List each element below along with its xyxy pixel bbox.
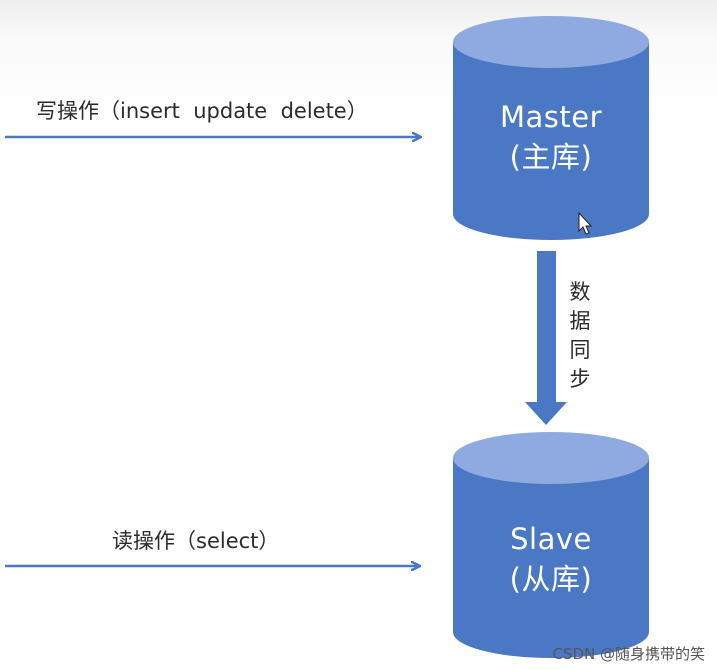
mouse-cursor-icon xyxy=(578,211,593,235)
sync-label-char-2: 据 xyxy=(569,309,591,333)
slave-database-cylinder xyxy=(453,432,649,658)
master-database-cylinder xyxy=(453,16,649,240)
master-subtitle: (主库) xyxy=(509,140,593,174)
sync-label-char-4: 步 xyxy=(569,367,591,391)
write-operation-label: 写操作（insert update delete） xyxy=(36,99,368,123)
master-label: Master (主库) xyxy=(453,97,649,177)
slave-label: Slave (从库) xyxy=(453,519,649,599)
master-cylinder-body xyxy=(453,42,649,240)
sync-arrow-down xyxy=(525,251,567,425)
master-cylinder-top xyxy=(453,16,649,68)
watermark: CSDN @随身携带的笑 xyxy=(552,645,705,663)
slave-name: Slave xyxy=(510,522,592,556)
slave-cylinder-top xyxy=(453,432,649,484)
master-name: Master xyxy=(499,100,603,134)
read-operation-label: 读操作（select） xyxy=(112,529,280,553)
sync-label-char-3: 同 xyxy=(569,338,591,362)
sync-label-char-1: 数 xyxy=(569,280,591,304)
slave-cylinder-body xyxy=(453,458,649,658)
slave-subtitle: (从库) xyxy=(509,562,593,596)
